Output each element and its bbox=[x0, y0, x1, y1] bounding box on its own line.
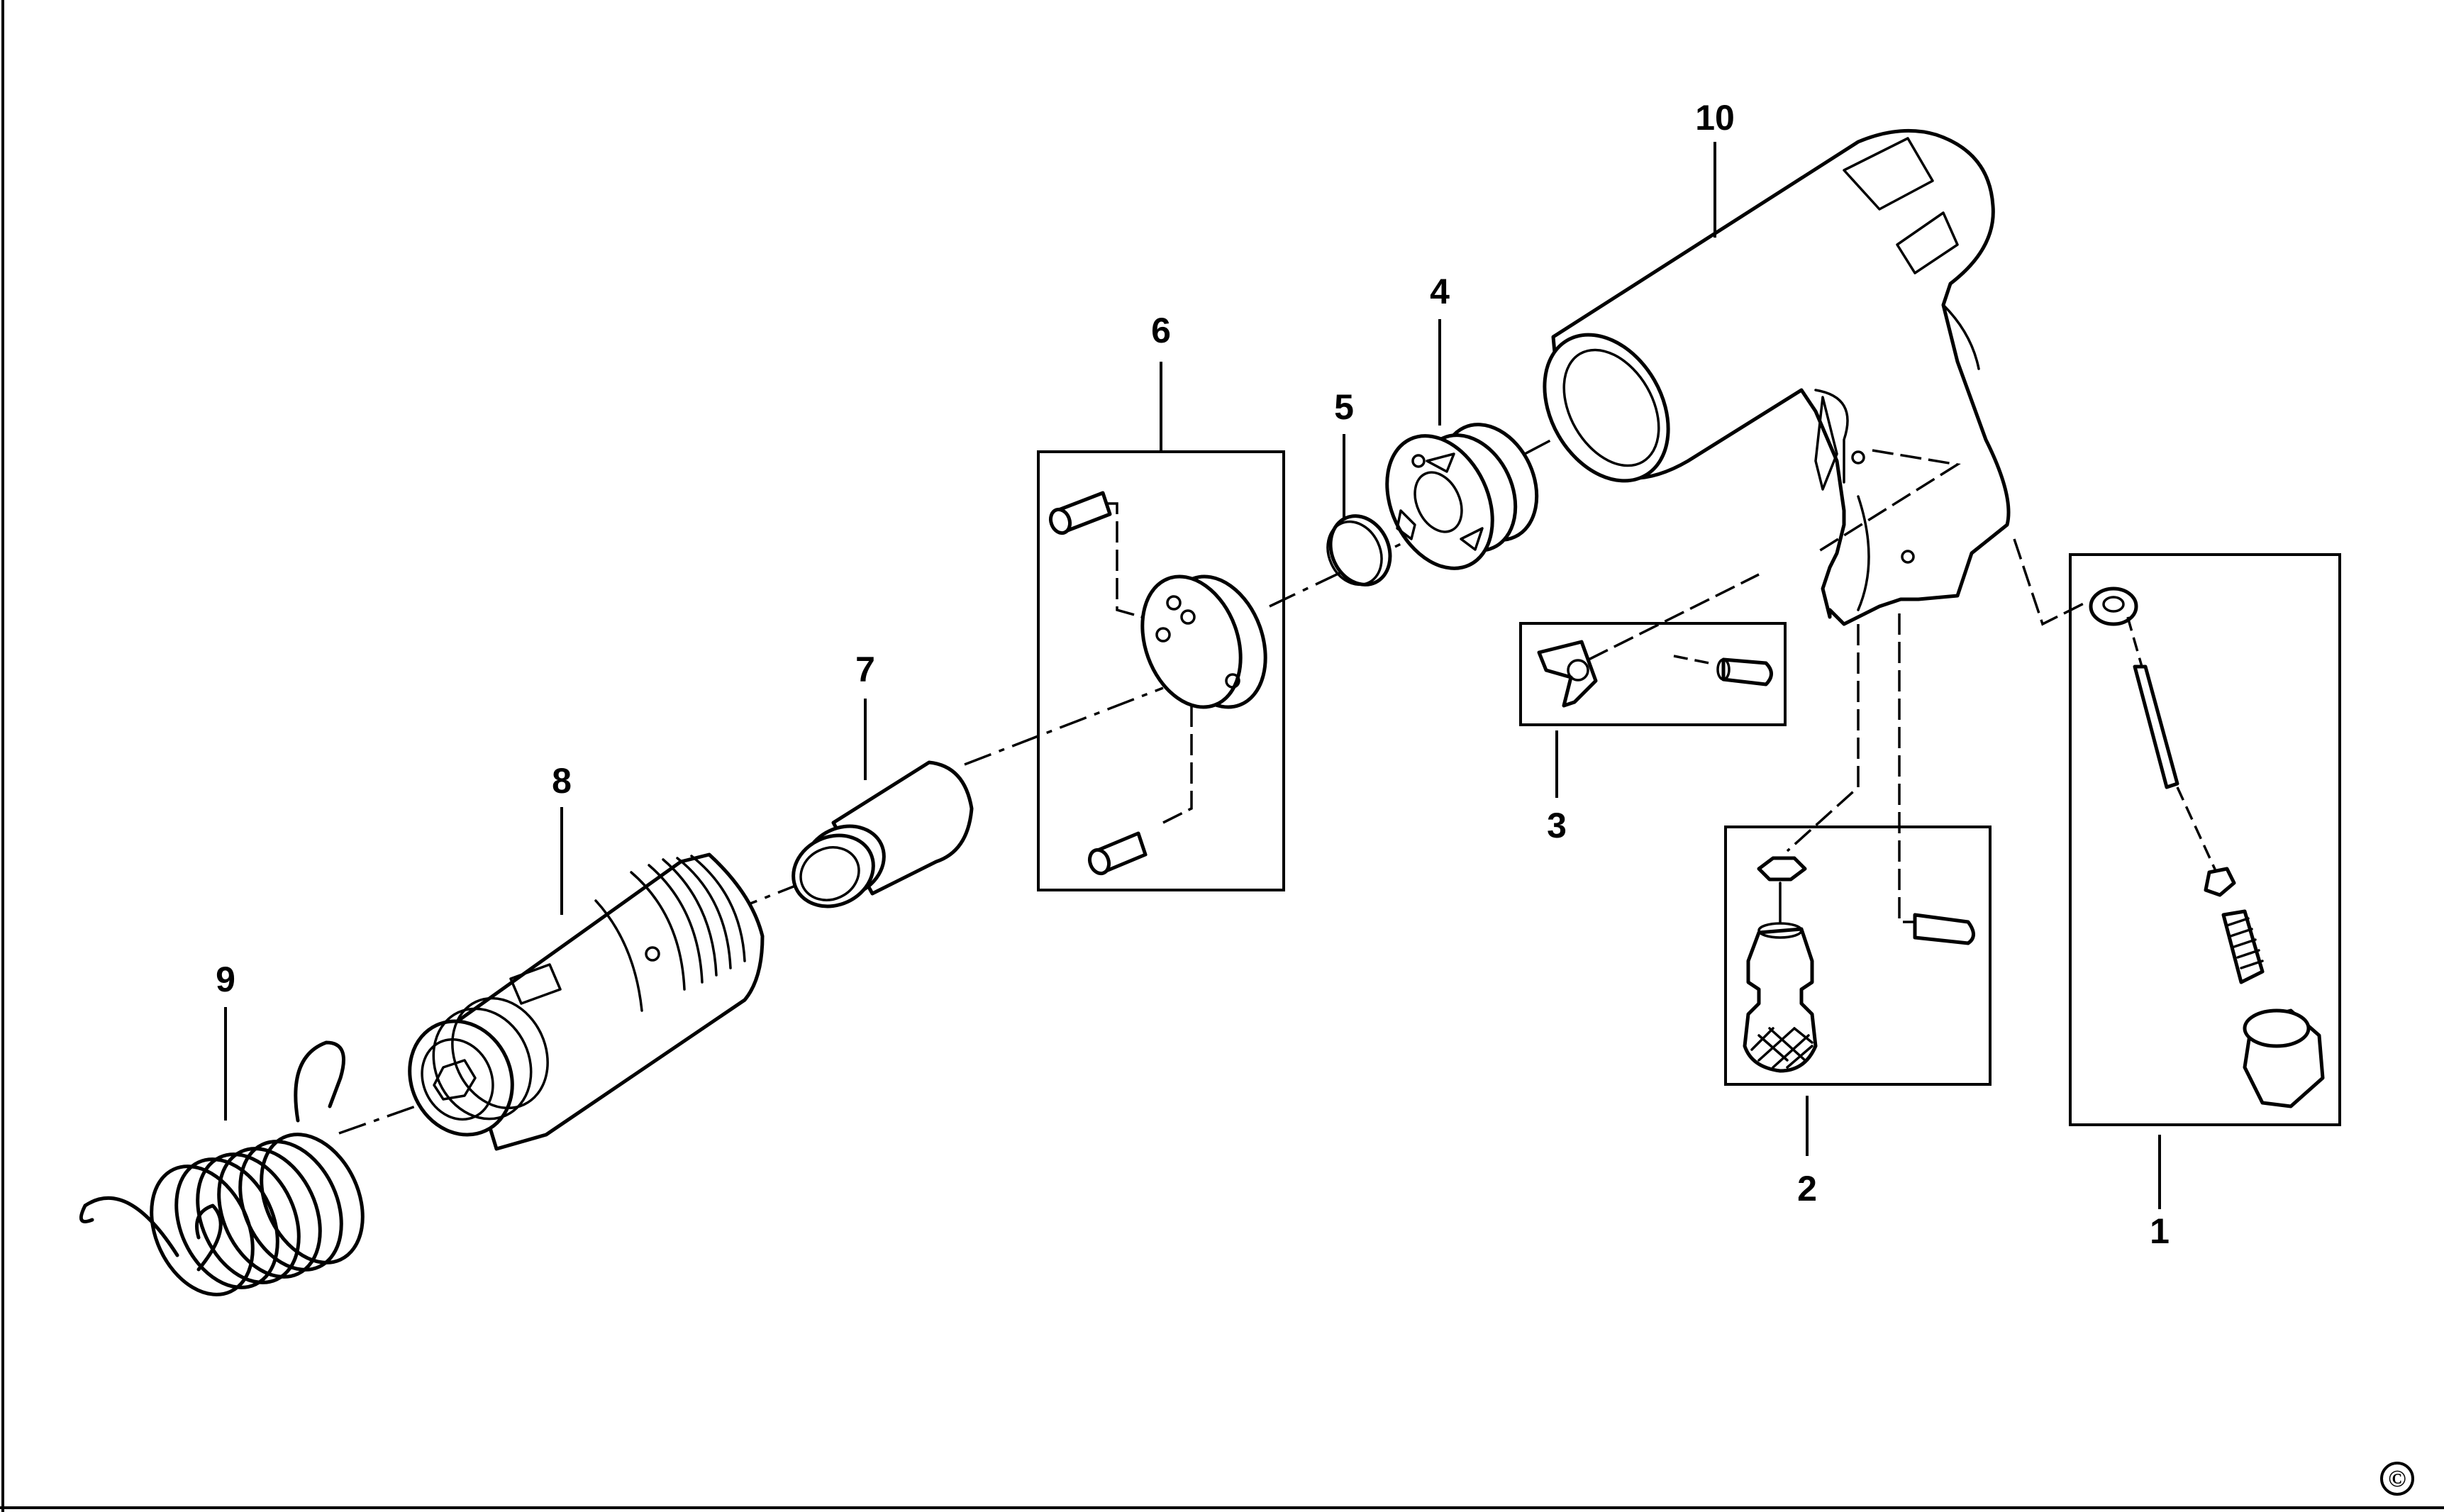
label-part-5: 5 bbox=[1334, 387, 1354, 427]
label-part-8: 8 bbox=[552, 761, 572, 801]
spring-part-9[interactable] bbox=[79, 1040, 382, 1311]
housing-part-10[interactable] bbox=[1519, 128, 2011, 626]
washer-part-5[interactable] bbox=[1318, 506, 1401, 594]
cylinder-head-part-4[interactable] bbox=[1367, 409, 1555, 586]
leader-lines bbox=[224, 142, 2161, 1209]
label-part-3: 3 bbox=[1547, 806, 1567, 845]
valve-kit-part-2[interactable] bbox=[1724, 613, 1992, 1086]
piston-part-7[interactable] bbox=[782, 760, 974, 919]
valve-plate-kit-part-6[interactable] bbox=[1037, 450, 1285, 891]
label-part-2: 2 bbox=[1797, 1169, 1817, 1208]
label-part-4: 4 bbox=[1430, 272, 1450, 311]
label-part-7: 7 bbox=[855, 650, 875, 689]
copyright-mark: © bbox=[2380, 1462, 2414, 1496]
label-part-1: 1 bbox=[2150, 1211, 2170, 1251]
callout-labels: 1 2 3 4 5 6 7 8 9 10 bbox=[216, 98, 2170, 1251]
inlet-kit-part-1[interactable] bbox=[1815, 449, 2341, 1126]
copyright-symbol: © bbox=[2388, 1466, 2406, 1492]
trigger-kit-part-3[interactable] bbox=[1519, 573, 1787, 726]
label-part-9: 9 bbox=[216, 960, 235, 999]
label-part-6: 6 bbox=[1151, 311, 1171, 350]
label-part-10: 10 bbox=[1695, 98, 1735, 138]
barrel-part-8[interactable] bbox=[391, 852, 765, 1152]
